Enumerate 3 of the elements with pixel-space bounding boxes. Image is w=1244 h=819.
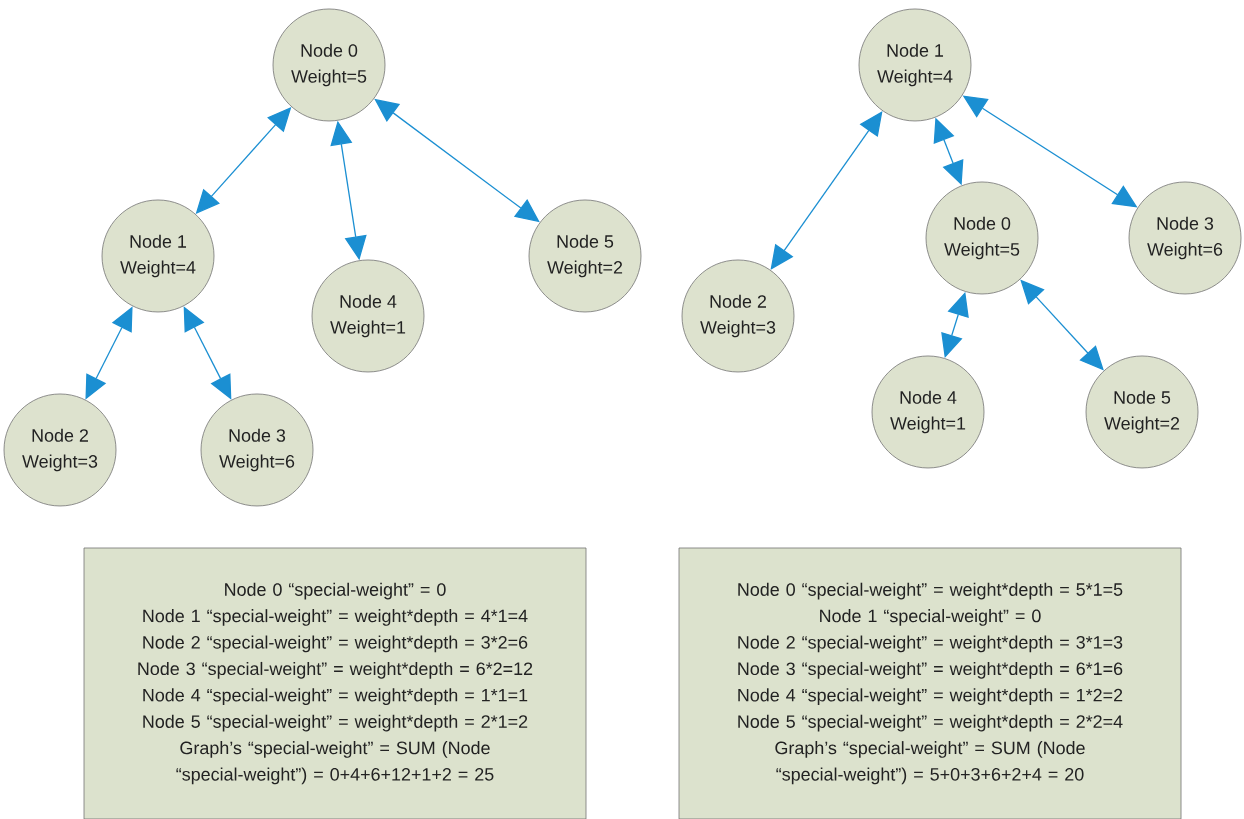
text-box: Node 0 “special-weight” = 0 Node 1 “special-weight” = weight*depth = 4*1=4 Node 2 “special-weight” = weight*depth = 3*2=6 Node 3 “special-weight” = weight*depth = 6*2=12 Node 4 “special-weight” = weight*depth = 1*1=1 Node 5 “special-weight” = weight*depth = 2*1=2 Graph’s “special-weight” = SUM (Node “special-weight”) = 0+4+6+12+1+2 = 25	[83, 547, 587, 819]
double-arrow	[770, 111, 883, 270]
text-box: Node 0 “special-weight” = weight*depth = 5*1=5 Node 1 “special-weight” = 0 Node 2 “special-weight” = weight*depth = 3*1=3 Node 3 “special-weight” = weight*depth = 6*1=6 Node 4 “special-weight” = weight*depth = 1*2=2 Node 5 “special-weight” = weight*depth = 2*2=4 Graph’s “special-weight” = SUM (Node “special-weight”) = 5+0+3+6+2+4 = 20	[678, 547, 1182, 819]
